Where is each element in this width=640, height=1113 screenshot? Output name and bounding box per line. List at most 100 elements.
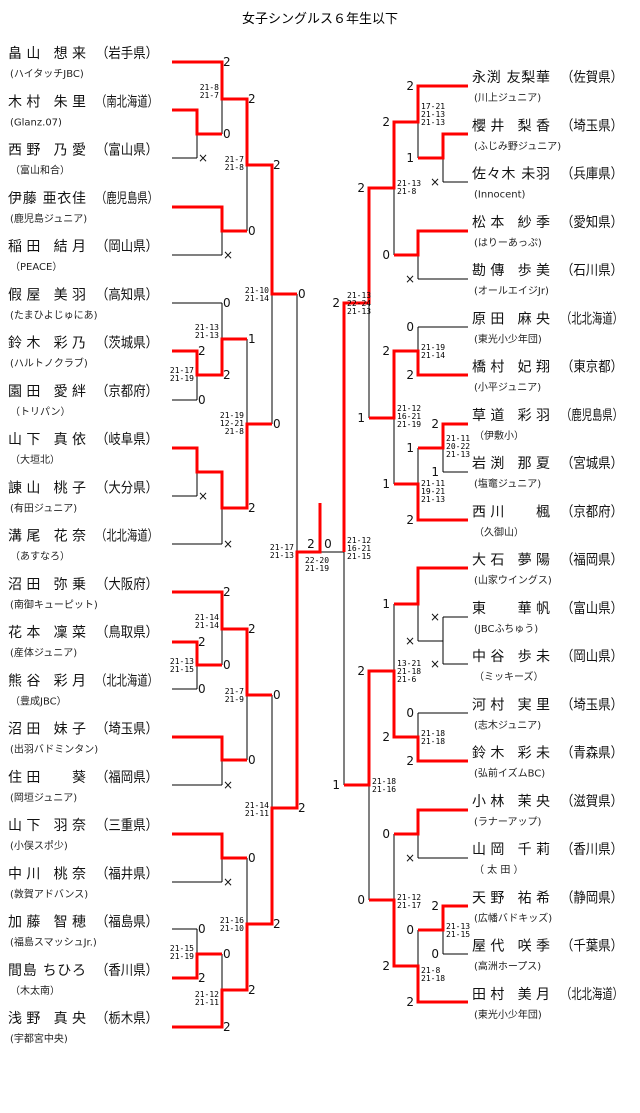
player-entry: 假屋 美羽（高知県）(たまひよじゅにあ)	[8, 286, 158, 321]
player-prefecture: （富山県）	[96, 142, 158, 159]
player-club: (ふじみ野ジュニア)	[474, 140, 561, 152]
set-count-label: ×	[405, 851, 415, 865]
set-count-label: 1	[431, 465, 439, 479]
player-entry: 住田 葵（福岡県）(岡垣ジュニア)	[8, 770, 158, 804]
player-entry: 間島 ちひろ（香川県）（木太南）	[8, 963, 158, 997]
player-club: (ハイタッチJBC)	[10, 68, 84, 80]
set-count-label: 2	[406, 79, 414, 93]
player-entry: 山岡 千莉（香川県）（ 太 田 ）	[472, 842, 623, 876]
player-entry: 田村 美月（北北海道）(東光小少年団)	[472, 987, 623, 1021]
player-entry: 伊藤 亜衣佳（鹿児島県）(鹿児島ジュニア)	[8, 190, 158, 225]
game-score-line: 21-19	[305, 564, 329, 573]
game-score-line: 21-15	[170, 665, 194, 674]
set-count-label: 2	[382, 115, 390, 129]
set-count-label: 2	[223, 55, 231, 69]
player-prefecture: （岩手県）	[96, 46, 158, 62]
player-club: (岡垣ジュニア)	[10, 792, 77, 804]
set-count-label: 2	[406, 513, 414, 527]
player-entry: 河村 実里（埼玉県）(志木ジュニア)	[472, 697, 623, 731]
player-name: 山岡 千莉	[472, 842, 550, 858]
player-entry: 原田 麻央（北北海道）(東光小少年団)	[472, 311, 623, 345]
game-score-line: 21-7	[225, 687, 244, 696]
set-count-label: 1	[382, 597, 390, 611]
player-name: 間島 ちひろ	[8, 963, 86, 979]
game-score-line: 21-14	[195, 621, 219, 630]
game-score-line: 21-18	[372, 777, 396, 786]
player-name: 住田 葵	[8, 770, 86, 786]
set-count-label: 0	[198, 393, 206, 407]
player-entry: 草道 彩羽（鹿児島県）（伊敷小）	[472, 407, 623, 442]
game-score-line: 21-13	[270, 551, 294, 560]
player-name: 草道 彩羽	[472, 408, 550, 424]
game-score-line: 21-7	[225, 155, 244, 164]
player-entry: 大石 夢陽（福岡県）(山家ウイングス)	[472, 553, 623, 587]
player-name: 西野 乃愛	[8, 143, 86, 159]
player-name: 伊藤 亜衣佳	[8, 191, 86, 207]
game-score-line: 21-16	[220, 916, 244, 925]
match-score: 21-721-9	[225, 687, 244, 704]
set-count-label: 2	[406, 995, 414, 1009]
player-prefecture: （鳥取県）	[96, 625, 158, 641]
set-count-label: 2	[406, 754, 414, 768]
player-name: 橋村 妃翔	[472, 360, 550, 376]
player-entry: 加藤 智穂（福島県）(福島スマッシュJr.)	[8, 915, 158, 949]
player-entry: 橋村 妃翔（東京都）(小平ジュニア)	[472, 360, 623, 394]
game-score-line: 21-8	[225, 427, 244, 436]
game-score-line: 21-11	[446, 434, 470, 443]
game-score-line: 21-10	[220, 924, 244, 933]
game-score-line: 17-21	[421, 102, 445, 111]
game-score-line: 21-13	[347, 291, 371, 300]
player-entry: 花本 凜菜（鳥取県）(産体ジュニア)	[8, 625, 158, 659]
set-count-label: 2	[223, 585, 231, 599]
set-count-label: 0	[406, 706, 414, 720]
player-club: （大垣北）	[10, 453, 60, 466]
player-club: (オールエイジJr)	[474, 285, 549, 297]
player-prefecture: （東京都）	[561, 360, 623, 376]
player-prefecture: （香川県）	[561, 842, 623, 858]
player-entry: 松本 紗季（愛知県）(はりーあっぷ)	[472, 214, 623, 249]
player-prefecture: （茨城県）	[96, 336, 158, 352]
bracket-line-right	[368, 86, 468, 1002]
game-score-line: 21-8	[421, 966, 440, 975]
game-score-line: 21-8	[200, 83, 219, 92]
player-prefecture: （京都府）	[561, 504, 623, 520]
game-score-line: 21-19	[397, 420, 421, 429]
player-name: 東 華帆	[472, 601, 550, 617]
player-club: (弘前イズムBC)	[474, 767, 545, 780]
game-score-line: 21-16	[372, 785, 396, 794]
player-club: (出羽バドミンタン)	[10, 743, 98, 756]
player-name: 鈴木 彩乃	[8, 336, 86, 352]
set-count-label: 0	[406, 923, 414, 937]
game-score-line: 21-15	[347, 552, 371, 561]
game-score-line: 21-12	[195, 990, 219, 999]
set-count-label: 2	[307, 537, 315, 551]
set-count-label: 0	[298, 287, 306, 301]
player-club: （富山和合）	[10, 164, 70, 177]
game-score-line: 21-15	[446, 930, 470, 939]
set-count-label: ×	[198, 151, 208, 165]
set-count-label: 0	[223, 947, 231, 961]
player-name: 中川 桃奈	[8, 866, 86, 882]
set-count-label: 1	[406, 151, 414, 165]
player-name: 岩渕 那夏	[472, 456, 550, 472]
player-prefecture: （鹿児島県）	[96, 190, 158, 207]
player-club: （PEACE）	[10, 261, 62, 273]
set-count-label: 0	[223, 127, 231, 141]
player-entry: 山下 真依（岐阜県）（大垣北）	[8, 431, 158, 466]
player-prefecture: （岐阜県）	[96, 431, 158, 448]
game-score-line: 21-10	[245, 286, 269, 295]
player-name: 木村 朱里	[8, 94, 86, 110]
player-prefecture: （埼玉県）	[96, 722, 158, 738]
set-count-label: ×	[430, 657, 440, 671]
game-score-line: 21-15	[170, 944, 194, 953]
player-entry: 東 華帆（富山県）(JBCふちゅう)	[472, 600, 623, 635]
